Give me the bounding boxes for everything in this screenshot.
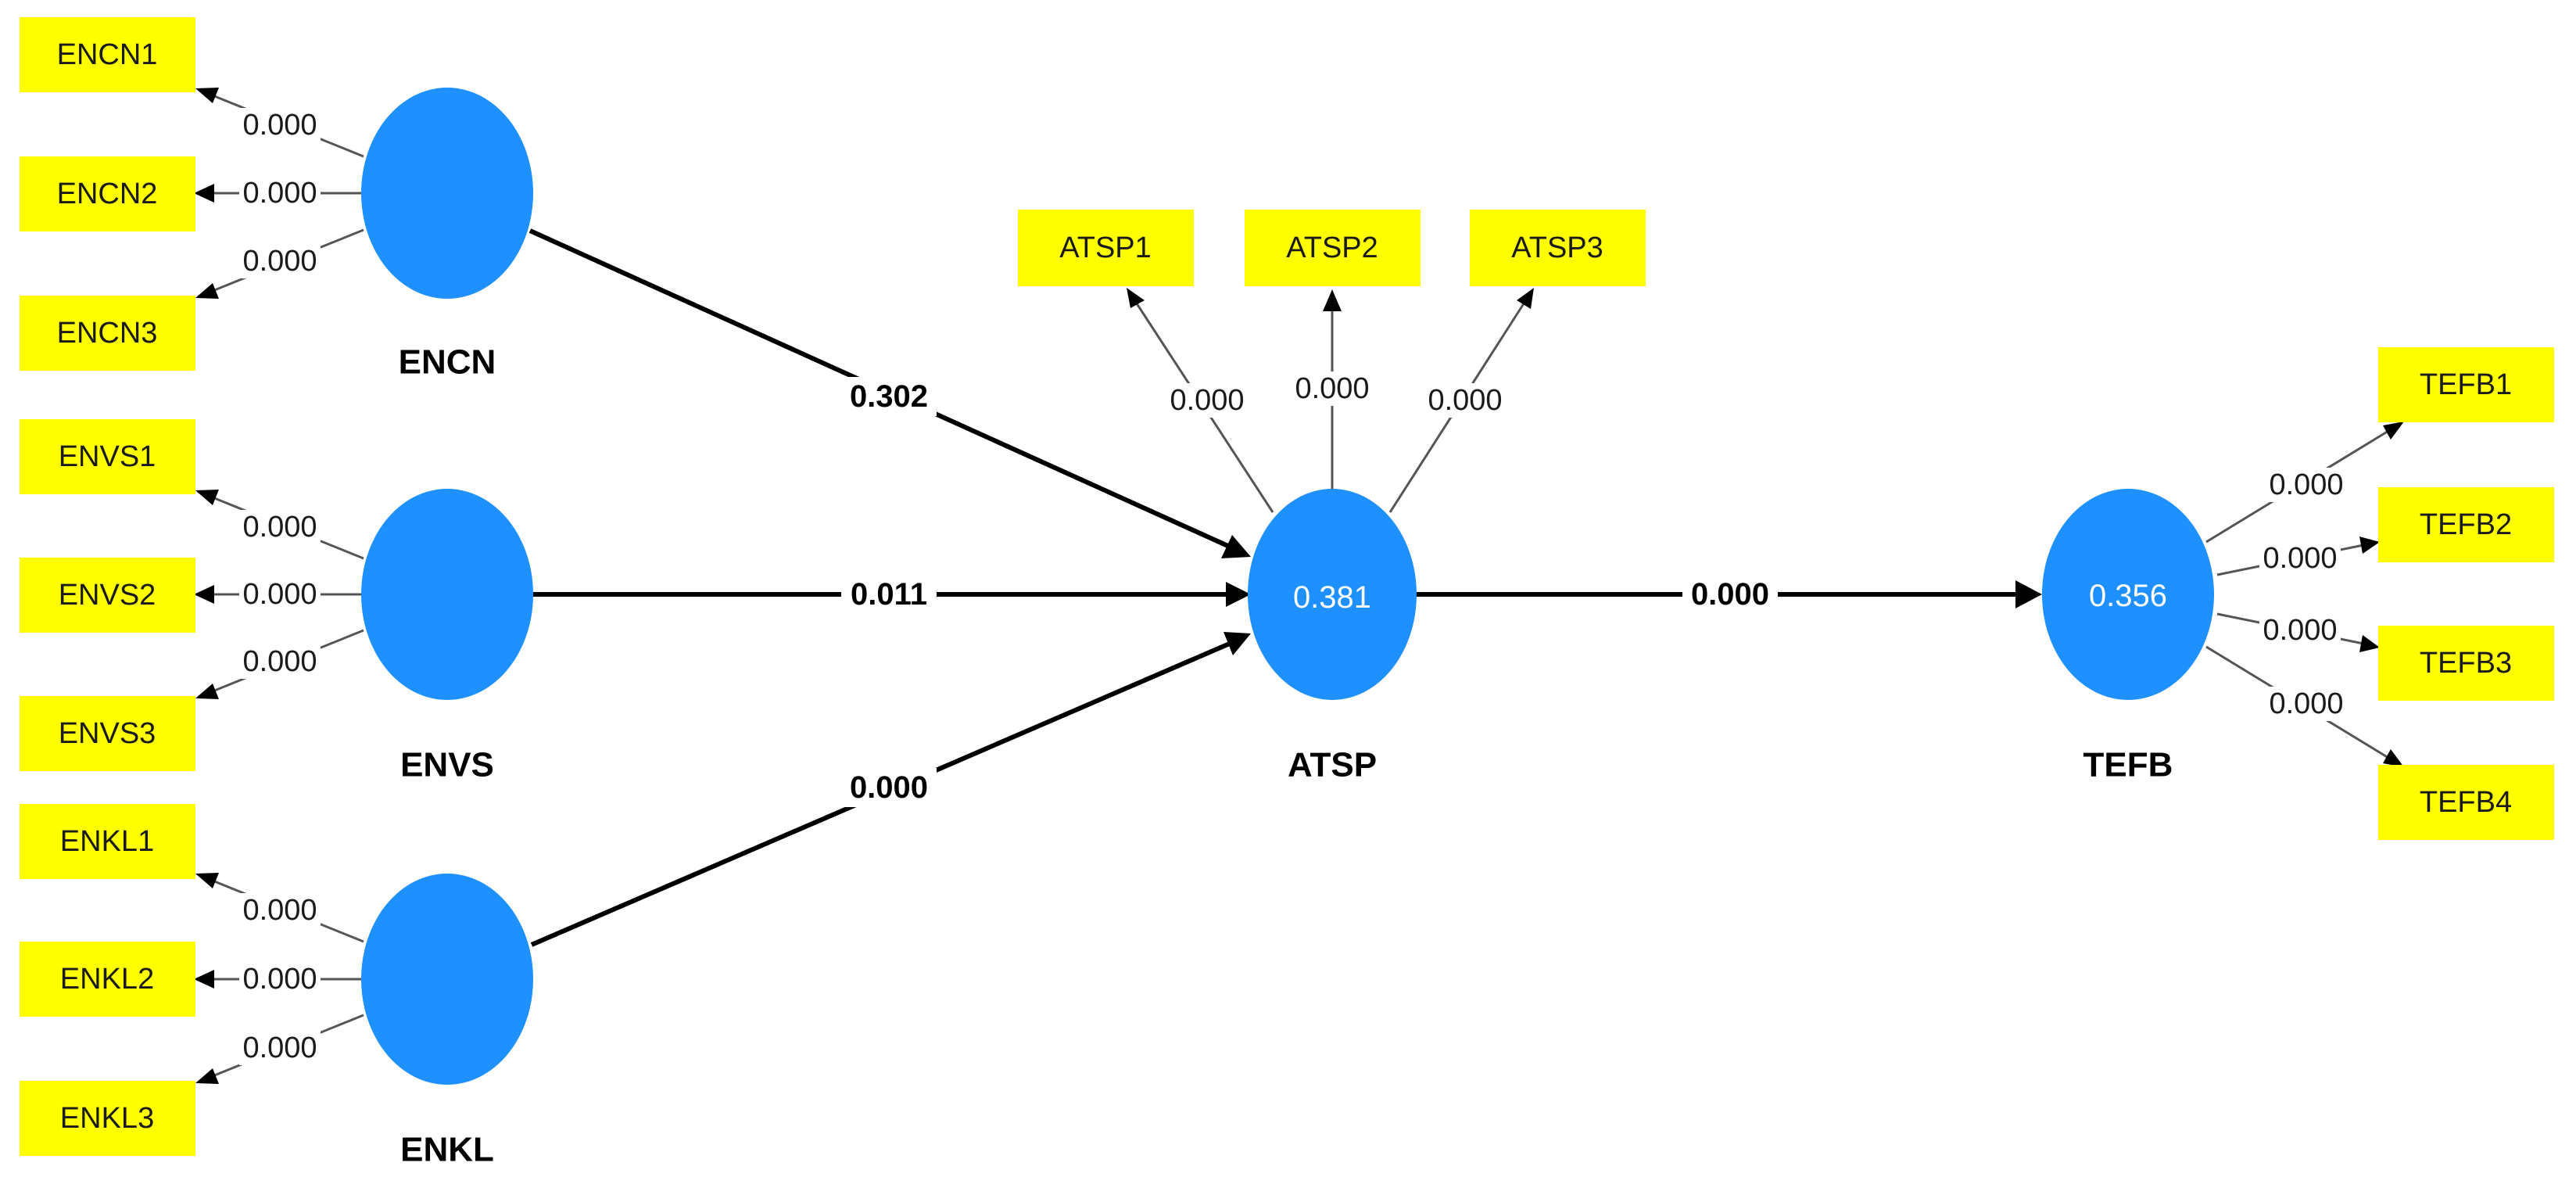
arrow-encn1: [195, 88, 219, 103]
latent-encn[interactable]: [361, 88, 533, 299]
latent-tefb[interactable]: [2042, 489, 2214, 700]
latent-atsp[interactable]: [1248, 489, 1417, 700]
indicator-atsp2-label: ATSP2: [1286, 231, 1378, 264]
indicator-envs2-label: ENVS2: [59, 579, 156, 612]
loading-tefb3: 0.000: [2263, 614, 2337, 647]
coef-atsp-tefb: 0.000: [1691, 577, 1769, 612]
latent-constructs: ENCN ENVS ENKL 0.381 ATSP 0.356 TEFB: [361, 88, 2214, 1169]
arrowhead-enkl-atsp: [1224, 632, 1251, 655]
latent-encn-label: ENCN: [399, 343, 496, 382]
latent-tefb-label: TEFB: [2083, 746, 2173, 784]
loading-encn2: 0.000: [242, 177, 317, 210]
indicator-atsp3[interactable]: [1470, 210, 1646, 286]
indicator-tefb2-label: TEFB2: [2420, 508, 2512, 541]
indicator-enkl1[interactable]: [20, 804, 195, 879]
loading-encn3: 0.000: [242, 245, 317, 278]
arrowhead-encn-atsp: [1221, 535, 1251, 558]
coef-envs-atsp: 0.011: [851, 577, 927, 612]
arrow-enkl2: [194, 970, 214, 989]
loading-tefb1: 0.000: [2269, 468, 2343, 501]
indicator-tefb2[interactable]: [2378, 487, 2554, 562]
indicator-envs1-label: ENVS1: [59, 440, 156, 473]
loading-atsp3: 0.000: [1428, 384, 1502, 417]
arrow-enkl1: [195, 873, 219, 888]
loading-enkl1: 0.000: [242, 894, 317, 927]
loading-tefb4: 0.000: [2269, 687, 2343, 720]
arrow-tefb3: [2359, 635, 2380, 652]
loading-enkl2: 0.000: [242, 963, 317, 996]
latent-atsp-value: 0.381: [1293, 580, 1371, 615]
indicator-encn3[interactable]: [20, 296, 195, 371]
latent-envs-label: ENVS: [400, 746, 494, 784]
arrow-tefb1: [2383, 422, 2404, 440]
arrow-tefb2: [2359, 536, 2380, 554]
indicator-tefb4[interactable]: [2378, 765, 2554, 840]
indicator-tefb3-label: TEFB3: [2420, 647, 2512, 680]
outer-loading-labels: 0.000 0.000 0.000 0.000 0.000 0.000 0.00…: [239, 108, 2347, 1065]
arrow-encn3: [195, 283, 219, 299]
arrow-tefb4: [2383, 749, 2404, 767]
loading-encn1: 0.000: [242, 109, 317, 142]
loading-tefb2: 0.000: [2263, 542, 2337, 575]
coef-enkl-atsp: 0.000: [850, 770, 928, 805]
arrow-envs2: [194, 585, 214, 604]
arrow-encn2: [194, 184, 214, 203]
indicator-tefb3[interactable]: [2378, 626, 2554, 701]
loading-atsp1: 0.000: [1170, 384, 1244, 417]
indicator-envs1[interactable]: [20, 419, 195, 494]
path-coefficient-labels: 0.302 0.011 0.000 0.000: [841, 377, 1778, 807]
indicator-atsp2[interactable]: [1245, 210, 1421, 286]
arrowhead-envs-atsp: [1226, 582, 1251, 607]
arrow-atsp3: [1517, 288, 1534, 309]
indicator-enkl3-label: ENKL3: [60, 1102, 154, 1135]
indicator-tefb1[interactable]: [2378, 347, 2554, 422]
indicator-encn2-label: ENCN2: [57, 178, 158, 210]
indicator-encn1-label: ENCN1: [57, 38, 158, 71]
indicators: ENCN1 ENCN2 ENCN3 ENVS1 ENVS2 ENVS3 ENKL…: [20, 17, 2554, 1156]
coef-encn-atsp: 0.302: [850, 379, 928, 414]
loading-envs3: 0.000: [242, 645, 317, 678]
indicator-tefb4-label: TEFB4: [2420, 786, 2512, 819]
indicator-enkl2[interactable]: [20, 942, 195, 1017]
indicator-atsp3-label: ATSP3: [1511, 231, 1603, 264]
loading-enkl3: 0.000: [242, 1032, 317, 1064]
latent-atsp-label: ATSP: [1288, 746, 1377, 784]
latent-tefb-value: 0.356: [2089, 579, 2167, 613]
arrowhead-atsp-tefb: [2015, 580, 2042, 608]
latent-envs[interactable]: [361, 489, 533, 700]
indicator-encn3-label: ENCN3: [57, 317, 158, 350]
indicator-enkl2-label: ENKL2: [60, 963, 154, 996]
indicator-envs3-label: ENVS3: [59, 717, 156, 750]
indicator-encn1[interactable]: [20, 17, 195, 92]
indicator-envs2[interactable]: [20, 558, 195, 633]
indicator-atsp1[interactable]: [1018, 210, 1194, 286]
loading-atsp2: 0.000: [1295, 372, 1369, 405]
latent-enkl[interactable]: [361, 874, 533, 1085]
indicator-atsp1-label: ATSP1: [1059, 231, 1152, 264]
indicator-encn2[interactable]: [20, 156, 195, 231]
indicator-enkl3[interactable]: [20, 1081, 195, 1156]
loading-envs2: 0.000: [242, 578, 317, 611]
arrow-enkl3: [195, 1068, 219, 1084]
indicator-tefb1-label: TEFB1: [2420, 368, 2512, 401]
latent-enkl-label: ENKL: [400, 1131, 494, 1169]
arrow-envs1: [195, 490, 219, 505]
arrow-atsp2: [1323, 289, 1342, 311]
arrow-envs3: [195, 684, 219, 699]
indicator-enkl1-label: ENKL1: [60, 825, 154, 858]
indicator-envs3[interactable]: [20, 696, 195, 771]
loading-envs1: 0.000: [242, 511, 317, 544]
arrow-atsp1: [1127, 288, 1145, 308]
